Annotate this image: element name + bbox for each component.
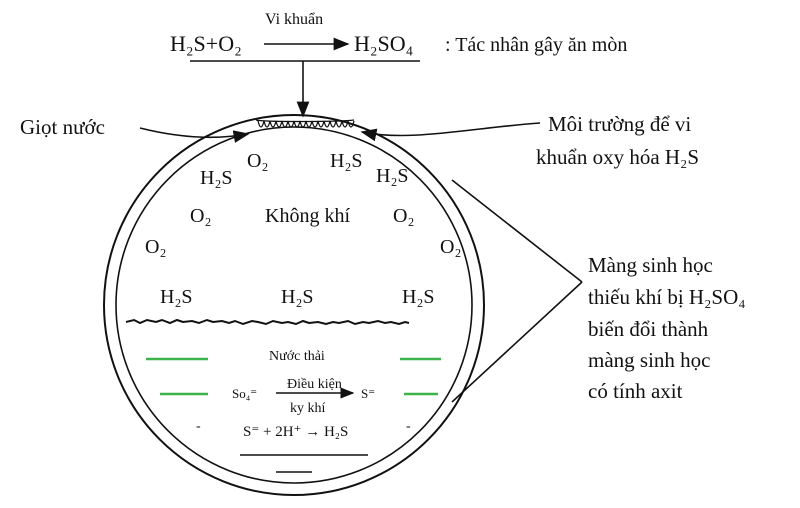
- oxidation-env-label-2: khuẩn oxy hóa H₂S: [536, 145, 699, 169]
- top-catalyst-label: Vi khuẩn: [265, 11, 323, 28]
- biofilm-label-4: màng sinh học: [588, 348, 710, 372]
- air-label: Không khí: [265, 205, 350, 227]
- water-surface: [125, 318, 410, 326]
- h2s-label-2: H₂S: [330, 150, 363, 172]
- biofilm-label-2: thiếu khí bị H₂SO₄: [588, 285, 746, 309]
- h2s-label-3: H₂S: [376, 165, 409, 187]
- condition-bottom-label: ky khí: [290, 401, 326, 416]
- dash-right: -: [406, 419, 411, 434]
- top-product: H₂SO₄: [354, 31, 413, 56]
- h2s-label-4: H₂S: [160, 286, 193, 308]
- oxidation-env-label-1: Môi trường để vi: [548, 112, 691, 136]
- biofilm-callout-top: [451, 179, 583, 283]
- h2s-label-6: H₂S: [402, 286, 435, 308]
- h2s-label-1: H₂S: [200, 167, 233, 189]
- o2-label-1: O₂: [247, 150, 268, 172]
- o2-label-2: O₂: [190, 205, 211, 227]
- o2-label-5: O₂: [440, 236, 461, 258]
- biofilm-label-1: Màng sinh học: [588, 253, 713, 277]
- oxidation-env-arrow: [360, 122, 541, 142]
- h2s-label-5: H₂S: [281, 286, 314, 308]
- top-reactants: H₂S+O₂: [170, 31, 242, 56]
- waste-water-label: Nước thải: [269, 349, 325, 364]
- pipe-inner-wall: [115, 126, 473, 484]
- sulfide-label: S⁼: [361, 386, 375, 401]
- biofilm-callout-bottom: [451, 281, 583, 403]
- biofilm-label-3: biến đổi thành: [588, 317, 709, 341]
- o2-label-3: O₂: [393, 205, 414, 227]
- reaction2-label: S⁼ + 2H⁺ → H₂S: [243, 424, 348, 440]
- water-drop-label: Giọt nước: [20, 115, 105, 139]
- biofilm-label-5: có tính axit: [588, 379, 683, 403]
- water-drop-arrow: [139, 127, 250, 143]
- dash-left: -: [196, 419, 201, 434]
- o2-label-4: O₂: [145, 236, 166, 258]
- pipe-outer-wall: [103, 114, 485, 496]
- top-note: : Tác nhân gây ăn mòn: [445, 34, 627, 56]
- water-droplets: [255, 119, 355, 128]
- condition-top-label: Điều kiện: [287, 377, 342, 392]
- sulfate-label: So₄⁼: [232, 386, 257, 401]
